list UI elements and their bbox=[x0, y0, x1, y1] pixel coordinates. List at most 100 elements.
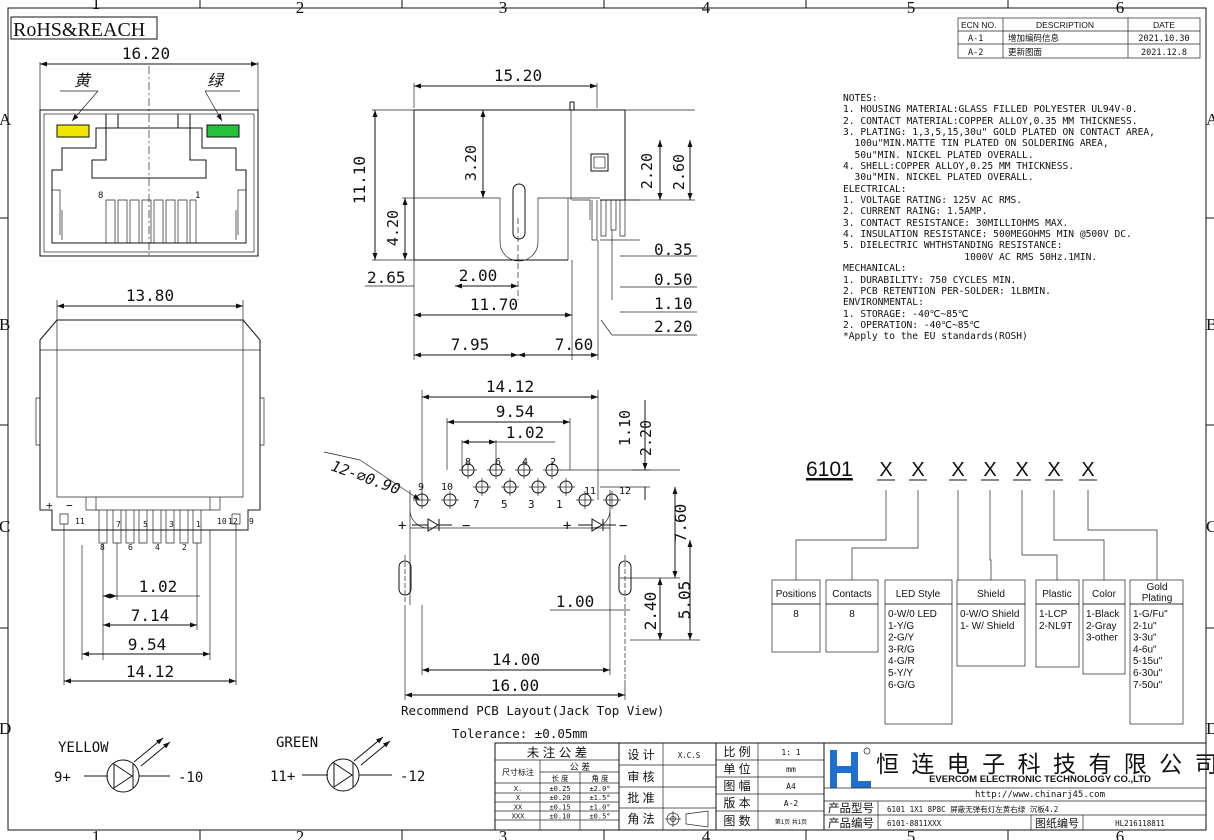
pcb-top-pin-2: 2 bbox=[550, 457, 556, 468]
dim-pcb-1600: 16.00 bbox=[491, 676, 539, 695]
tol-row-angle: ±0.5° bbox=[589, 813, 610, 821]
dim-side-035: 0.35 bbox=[654, 240, 693, 259]
tol-col-length: 长 度 bbox=[551, 773, 569, 783]
dim-bottom-top: 13.80 bbox=[126, 286, 174, 305]
title-block: 未 注 公 差 尺寸标注 公 差 长 度 角 度 X.±0.25±2.0°X±0… bbox=[494, 742, 1214, 831]
part-code-box-title: Contacts bbox=[832, 589, 871, 600]
dim-pcb-505: 5.05 bbox=[675, 581, 694, 620]
part-code-option: 6-G/G bbox=[888, 680, 915, 691]
dim-side-height: 11.10 bbox=[350, 156, 369, 204]
pcb-top-pin-4: 4 bbox=[522, 457, 528, 468]
note-line: 3. CONTACT RESISTANCE: 30MILLIOHMS MAX. bbox=[843, 217, 1069, 229]
dim-pcb-1412: 14.12 bbox=[486, 377, 534, 396]
front-pin-1: 1 bbox=[195, 191, 200, 201]
part-code-slot: X bbox=[983, 459, 996, 481]
pcb-hole bbox=[515, 461, 533, 479]
led-symbol-yellow: YELLOW 9+ -10 bbox=[54, 737, 203, 793]
grid-col-6: 6 bbox=[1116, 0, 1125, 17]
rohs-reach-text: RoHS&REACH bbox=[13, 19, 145, 41]
pcb-bottom-pin-3: 3 bbox=[528, 498, 535, 511]
dim-pcb-220: 2.20 bbox=[637, 420, 655, 456]
pcb-bottom-pin-10: 10 bbox=[441, 482, 453, 493]
led-yellow-label: YELLOW bbox=[58, 740, 109, 756]
tol-row-label: XXX bbox=[512, 813, 525, 821]
note-line: 1000V AC RMS 50Hz.1MIN. bbox=[843, 251, 1098, 263]
pcb-hole bbox=[473, 478, 491, 496]
dim-pcb-1400: 14.00 bbox=[492, 650, 540, 669]
grid-row-c: C bbox=[0, 517, 10, 536]
note-line: ENVIRONMENTAL: bbox=[843, 297, 924, 309]
tol-row-label: XX bbox=[514, 803, 523, 811]
part-code-option: 8 bbox=[793, 609, 799, 620]
pcb-hole bbox=[576, 491, 594, 509]
part-code-slot: X bbox=[1081, 459, 1094, 481]
designer-name: X.C.S bbox=[678, 751, 701, 760]
pcb-led-left-symbol: + − bbox=[398, 518, 470, 534]
tol-rows: X.±0.25±2.0°X±0.20±1.5°XX±0.15±1.0°XXX±0… bbox=[512, 785, 611, 821]
code-value: 6101-8811XXX bbox=[887, 819, 942, 828]
dim-side-265: 2.65 bbox=[367, 268, 406, 287]
part-code-option: 0-W/O Shield bbox=[960, 609, 1019, 620]
rev-header-description: DESCRIPTION bbox=[1036, 20, 1094, 30]
pcb-hole bbox=[501, 478, 519, 496]
grid-row-c-right: C bbox=[1206, 517, 1214, 536]
side-view: 15.20 11.10 4.20 3.20 2.20 2.60 0.35 bbox=[350, 66, 697, 360]
grid-row-b-right: B bbox=[1206, 315, 1214, 334]
note-line: ELECTRICAL: bbox=[843, 183, 907, 195]
part-code-option: 6-30u" bbox=[1133, 668, 1163, 679]
svg-text:−: − bbox=[462, 518, 470, 534]
info-value-scale: 1: 1 bbox=[781, 748, 800, 757]
tol-row-length: ±0.10 bbox=[549, 813, 570, 821]
company-name-en: EVERCOM ELECTRONIC TECHNOLOGY CO.,LTD bbox=[929, 774, 1151, 785]
part-code-box-title: Gold bbox=[1146, 582, 1167, 593]
part-code-option: 1-Y/G bbox=[888, 621, 914, 632]
pcb-hole bbox=[529, 478, 547, 496]
bottom-pin-5: 5 bbox=[143, 520, 148, 529]
info-label-scale: 比 例 bbox=[723, 745, 750, 759]
grid-col-1-bottom: 1 bbox=[92, 827, 101, 840]
drawing-no-value: HL216118811 bbox=[1115, 819, 1165, 828]
pcb-bottom-pin-12: 12 bbox=[619, 486, 631, 497]
pcb-hole bbox=[487, 461, 505, 479]
notes-block: NOTES:1. HOUSING MATERIAL:GLASS FILLED P… bbox=[843, 93, 1203, 343]
dim-side-420: 4.20 bbox=[384, 210, 402, 246]
sign-review: 审 核 bbox=[627, 769, 654, 784]
part-code-option: 2-G/Y bbox=[888, 633, 914, 644]
pcb-hole bbox=[543, 461, 561, 479]
led-label-green: 绿 bbox=[207, 72, 225, 90]
rohs-reach-mark: RoHS&REACH bbox=[10, 16, 158, 41]
dim-side-200: 2.00 bbox=[459, 266, 498, 285]
note-line: 2. PCB RETENTION PER-SOLDER: 1LBMIN. bbox=[843, 285, 1051, 297]
pcb-layout-caption: Recommend PCB Layout(Jack Top View) bbox=[401, 703, 664, 718]
note-line: 1. DURABILITY: 750 CYCLES MIN. bbox=[843, 274, 1017, 286]
part-code-option: 8 bbox=[849, 609, 855, 620]
part-code-option: 3-3u" bbox=[1133, 633, 1157, 644]
part-code-option: 2-NL9T bbox=[1039, 621, 1072, 632]
grid-row-a-right: A bbox=[1206, 110, 1214, 129]
tol-row-angle: ±1.0° bbox=[589, 803, 610, 811]
pcb-bottom-pin-7: 7 bbox=[473, 498, 480, 511]
dim-pcb-100: 1.00 bbox=[556, 592, 595, 611]
grid-col-1: 1 bbox=[92, 0, 101, 13]
bottom-pin-1: 1 bbox=[196, 520, 201, 529]
led-green-plus: 11+ bbox=[270, 769, 295, 785]
dim-side-top: 15.20 bbox=[494, 66, 542, 85]
note-line: MECHANICAL: bbox=[843, 263, 907, 275]
pcb-bottom-pin-1: 1 bbox=[556, 498, 563, 511]
part-code-option: 3-R/G bbox=[888, 644, 915, 655]
pcb-led-right-symbol: + − bbox=[563, 518, 627, 534]
sign-design: 设 计 bbox=[627, 748, 654, 762]
part-code-box-title: Plastic bbox=[1042, 589, 1071, 600]
led-label-yellow: 黄 bbox=[74, 72, 92, 90]
front-pin-8: 8 bbox=[98, 191, 103, 201]
company-logo bbox=[830, 747, 871, 788]
tol-row-length: ±0.25 bbox=[549, 785, 570, 793]
info-value-version: A-2 bbox=[784, 799, 799, 808]
